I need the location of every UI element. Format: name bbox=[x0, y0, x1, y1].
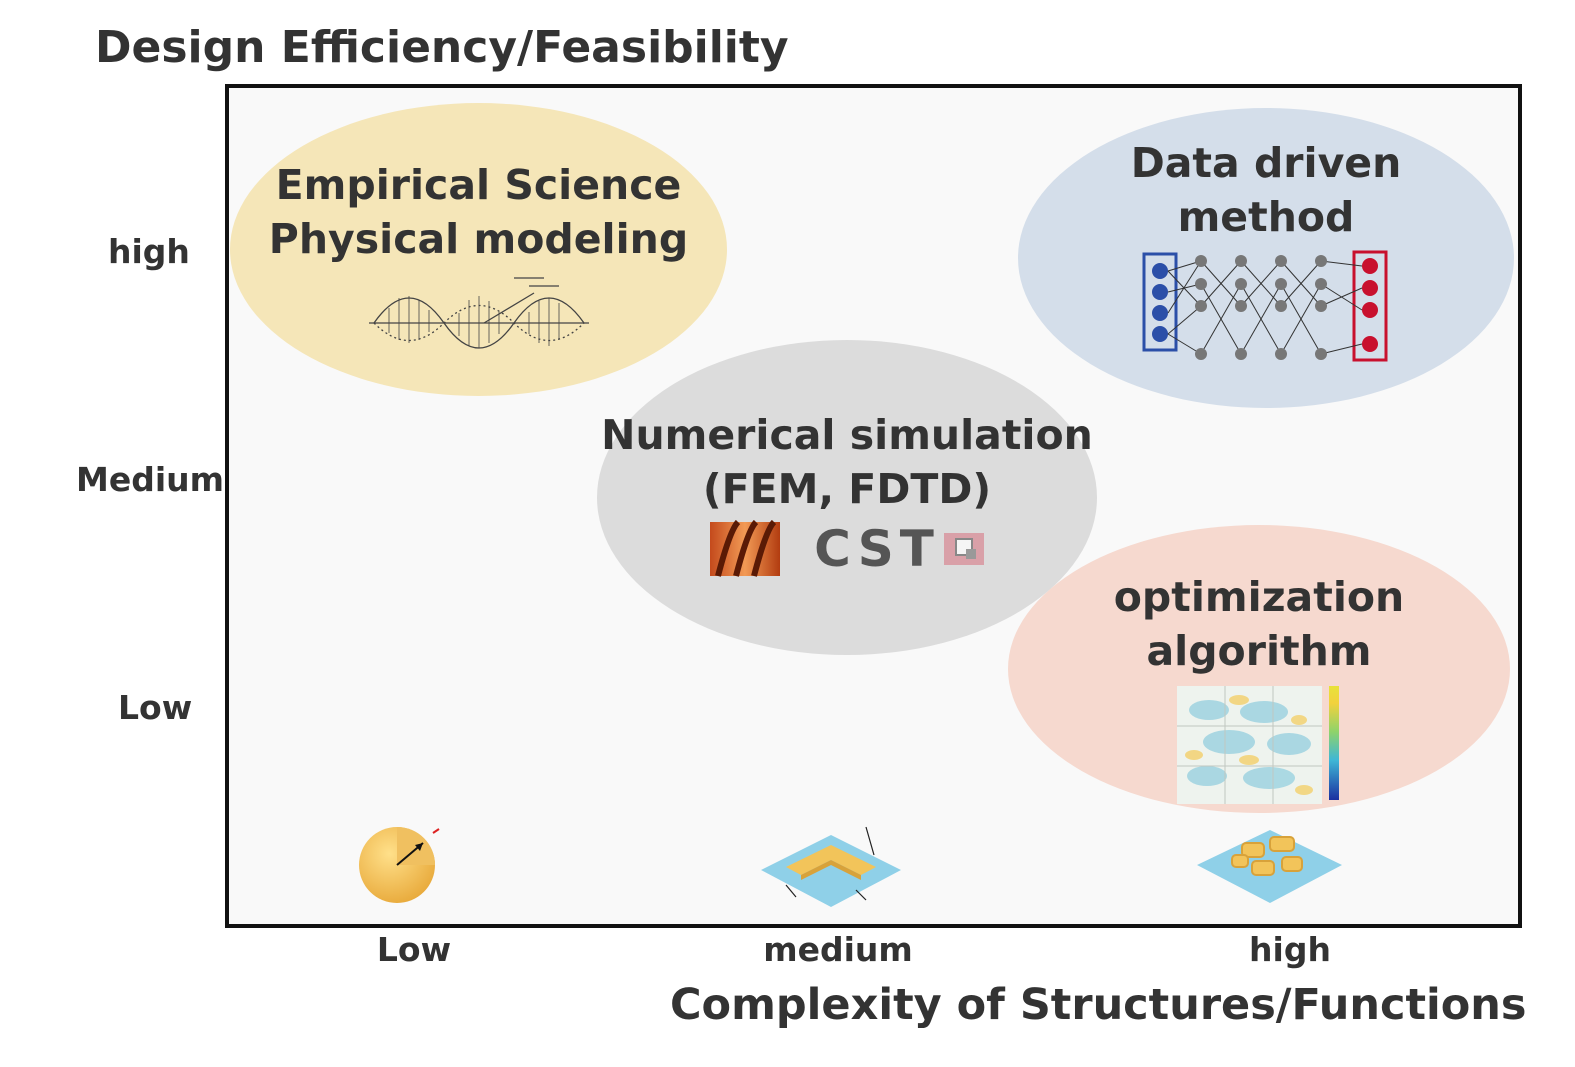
neural-network-icon bbox=[1142, 250, 1388, 362]
sphere-structure-icon bbox=[359, 827, 440, 903]
region-numerical: Numerical simulation (FEM, FDTD) CST bbox=[597, 340, 1097, 655]
cst-logo-text: CST bbox=[814, 520, 940, 578]
region-data-driven-line1: Data driven bbox=[1130, 139, 1402, 187]
region-empirical: Empirical Science Physical modeling bbox=[230, 103, 727, 396]
cst-logo-cube-icon bbox=[943, 533, 984, 565]
region-optimization-line1: optimization bbox=[1113, 573, 1405, 621]
y-level-medium: Medium bbox=[76, 460, 225, 499]
region-numerical-line2: (FEM, FDTD) bbox=[702, 465, 992, 513]
freeform-structure-icon bbox=[1197, 830, 1342, 903]
region-data-driven-line2: method bbox=[1177, 193, 1355, 241]
region-data-driven: Data driven method bbox=[1018, 108, 1514, 408]
region-optimization-line2: algorithm bbox=[1146, 627, 1372, 675]
region-empirical-line2: Physical modeling bbox=[268, 215, 689, 263]
region-numerical-line1: Numerical simulation bbox=[601, 411, 1093, 459]
y-axis-title: Design Efficiency/Feasibility bbox=[95, 22, 789, 73]
region-optimization: optimization algorithm bbox=[1008, 525, 1510, 813]
simulation-software-logo-icon bbox=[710, 520, 781, 577]
l-shape-structure-icon bbox=[761, 826, 901, 907]
wave-sketch-icon bbox=[368, 277, 589, 349]
x-level-medium: medium bbox=[763, 930, 913, 969]
region-empirical-line1: Empirical Science bbox=[275, 161, 682, 209]
x-axis-title: Complexity of Structures/Functions bbox=[670, 980, 1527, 1030]
field-heatmap-icon bbox=[1177, 686, 1339, 804]
x-level-low: Low bbox=[376, 930, 452, 969]
x-level-high: high bbox=[1249, 930, 1331, 969]
numerical-logos: CST bbox=[708, 520, 986, 578]
y-level-high: high bbox=[108, 232, 190, 271]
y-level-low: Low bbox=[118, 688, 193, 727]
